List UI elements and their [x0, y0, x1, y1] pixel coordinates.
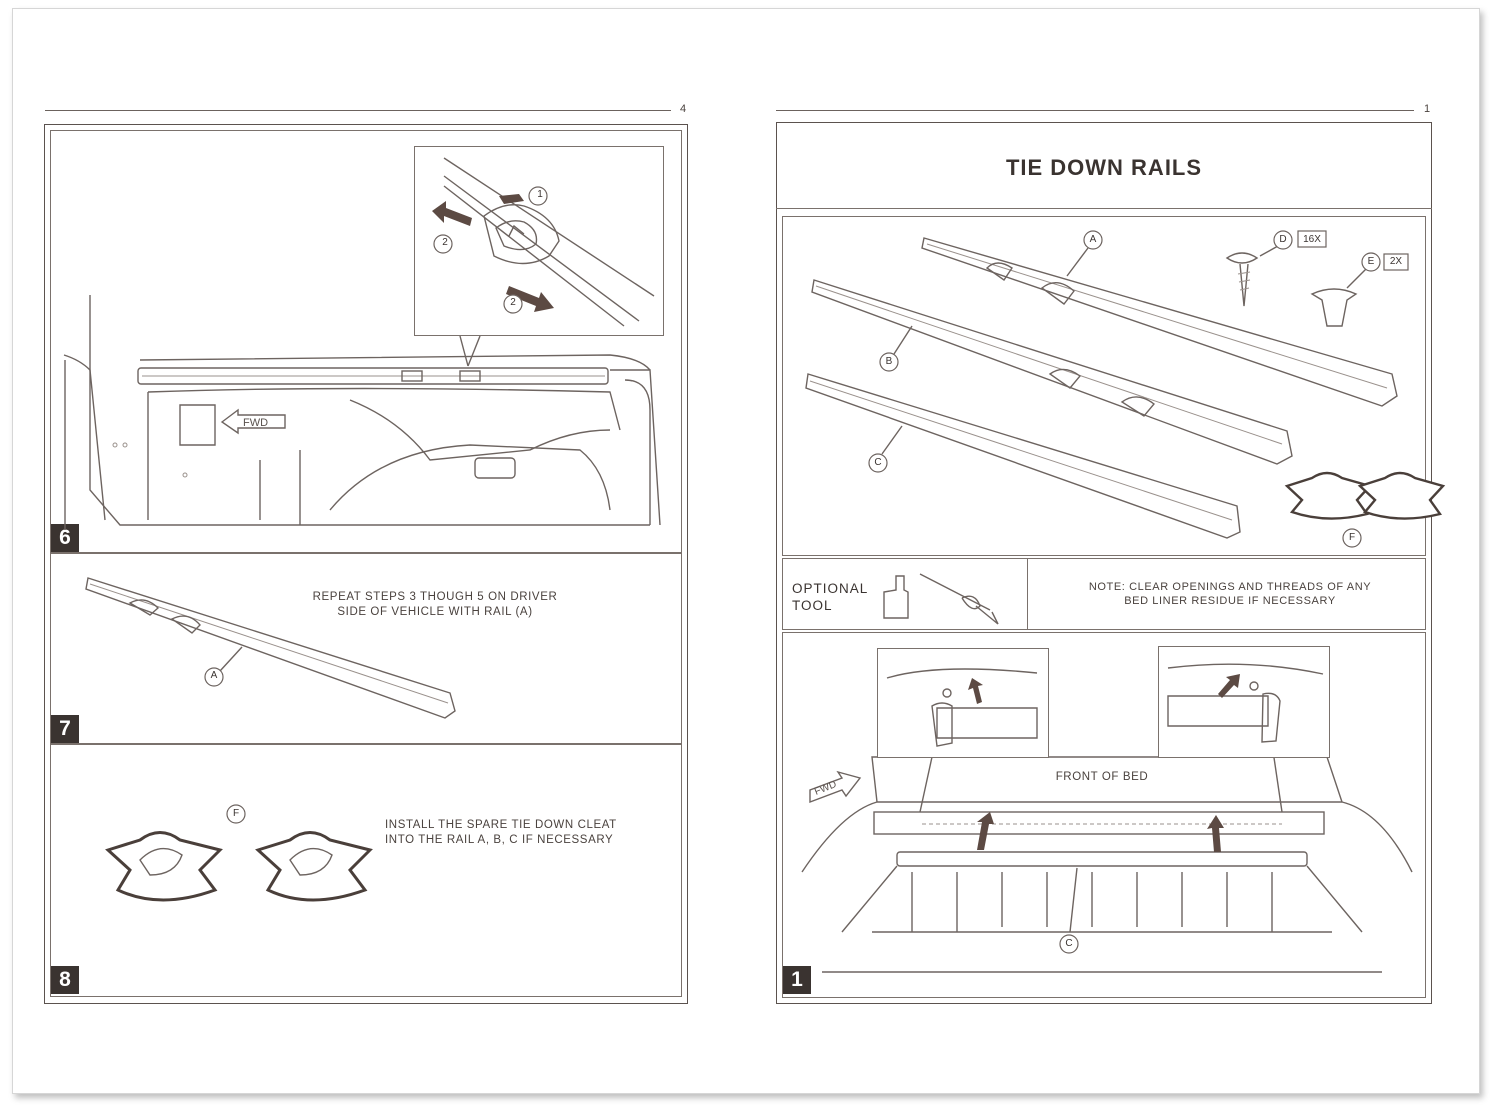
step-1-inset-left: [877, 648, 1049, 758]
page-title: TIE DOWN RAILS: [1005, 155, 1203, 180]
title-divider: [776, 208, 1432, 209]
left-page-number: 4: [680, 103, 687, 115]
note-line1: NOTE: CLEAR OPENINGS AND THREADS OF ANY: [1088, 581, 1372, 593]
part-a-label: A: [1089, 234, 1097, 245]
step-6-inset-drawing: [432, 157, 655, 327]
step-8-callout: F: [232, 808, 240, 819]
step-6-illustration: FWD: [63, 295, 661, 530]
step-7-text-line2: SIDE OF VEHICLE WITH RAIL (A): [337, 606, 533, 618]
parts-drawing: [805, 230, 1446, 548]
right-steps-frame: [776, 122, 1432, 1004]
right-page-number: 1: [1424, 103, 1431, 115]
part-b-label: B: [885, 356, 893, 367]
step-7-callout: A: [210, 670, 218, 681]
step-1-inset-right: [1158, 646, 1330, 758]
step-1-panel: [782, 632, 1426, 998]
parts-panel: [782, 216, 1426, 556]
front-of-bed-label: FRONT OF BED: [1055, 771, 1149, 783]
step-7-rail-drawing: [85, 577, 456, 719]
step-6-callout-2b: 2: [510, 297, 516, 308]
part-c-label: C: [874, 457, 882, 468]
step-6-callout-2a: 2: [442, 237, 448, 248]
step-1-inset-left-drawing: [886, 668, 1038, 747]
step-7-panel: [50, 553, 682, 744]
manual-sheet: [12, 8, 1480, 1094]
step-8-number: 8: [51, 966, 79, 994]
optional-tool-icon: [883, 573, 999, 625]
part-d-label: D: [1279, 234, 1287, 245]
left-header-rule: [45, 110, 671, 111]
step-8-panel: [50, 744, 682, 997]
step-6-fwd-label: FWD: [243, 417, 268, 429]
cleat-left: [105, 831, 223, 902]
optional-tool-line1: OPTIONAL: [792, 581, 869, 596]
step-1-fwd-label: FWD: [813, 779, 838, 798]
step-1-callout: C: [1065, 938, 1073, 949]
step-7-text-line1: REPEAT STEPS 3 THOUGH 5 ON DRIVER: [312, 591, 558, 603]
cleat-right: [255, 831, 373, 902]
step-1-inset-right-drawing: [1167, 663, 1324, 743]
tool-note-divider: [1027, 558, 1028, 630]
right-header-rule: [776, 110, 1414, 111]
part-f-label: F: [1348, 532, 1356, 543]
part-e-quantity: 2X: [1389, 256, 1403, 267]
note-line2: BED LINER RESIDUE IF NECESSARY: [1124, 595, 1336, 607]
part-d-quantity: 16X: [1303, 234, 1321, 245]
step-6-panel: [50, 130, 682, 553]
step-8-cleats-drawing: [105, 804, 373, 902]
optional-tool-line2: TOOL: [792, 598, 833, 613]
step-7-number: 7: [51, 715, 79, 743]
step-6-callout-1: 1: [537, 189, 543, 200]
part-e-label: E: [1367, 256, 1375, 267]
left-steps-frame: [44, 124, 688, 1004]
tool-note-row: [782, 558, 1426, 630]
step-8-text-line1: INSTALL THE SPARE TIE DOWN CLEAT: [385, 819, 617, 831]
step-1-number: 1: [783, 966, 811, 994]
step-8-text-line2: INTO THE RAIL A, B, C IF NECESSARY: [385, 834, 614, 846]
